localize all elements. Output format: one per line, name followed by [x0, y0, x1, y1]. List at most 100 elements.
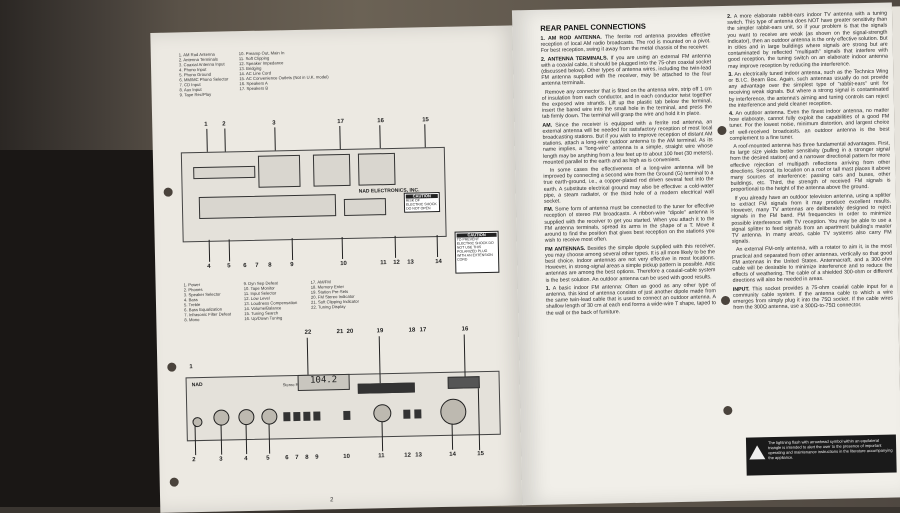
para-text: A basic indoor FM antenna: Often as good…: [545, 281, 717, 317]
para-text: Some form of antenna must be connected t…: [544, 203, 715, 245]
callout-line: [339, 126, 341, 152]
para-text: This socket provides a 75-ohm coaxial ca…: [732, 283, 894, 311]
legend-item: 9. Tape Rec/Play: [179, 91, 212, 98]
callout-line: [394, 235, 397, 258]
binder-hole: [720, 295, 731, 306]
para-text: Remove any connector that is fitted on t…: [541, 85, 713, 121]
lightning-warning-icon: [749, 445, 766, 460]
para-text: A roof-mounted antenna has three fundame…: [729, 140, 891, 194]
text-column-2: 2. A more elaborate rabbit-ears indoor T…: [727, 11, 896, 434]
binder-hole: [717, 125, 727, 136]
callout-number: 18: [408, 327, 416, 334]
callout-line: [378, 336, 381, 384]
rca-input-jacks: [198, 194, 337, 220]
legend-item: 8. Mono: [184, 317, 200, 323]
callout-number: 3: [219, 456, 223, 463]
callout-number: 15: [422, 117, 429, 124]
text-column-1: 1. AM ROD ANTENNA. The ferrite rod anten…: [540, 32, 719, 475]
warning-text: The lightning flash with arrowhead symbo…: [767, 437, 893, 461]
callout-number: 2: [192, 457, 196, 464]
para-text: If you already have an outdoor televisio…: [730, 192, 892, 245]
callout-number: 20: [346, 328, 354, 335]
page-number: 2: [330, 497, 334, 504]
callout-number: 1: [189, 364, 193, 371]
front-brand-logo: NAD: [191, 381, 203, 389]
callout-number: 14: [449, 451, 456, 458]
dyn-sep-button: [313, 411, 321, 421]
section-heading: REAR PANEL CONNECTIONS: [540, 21, 646, 33]
caution-text: TO PREVENT ELECTRIC SHOCK DO NOT USE THI…: [456, 237, 494, 262]
binder-hole: [169, 477, 179, 487]
binder-hole: [167, 362, 177, 372]
callout-number: 21: [336, 329, 344, 336]
callout-number: 7: [255, 262, 259, 269]
callout-number: 9: [290, 262, 294, 269]
side-caution-label: CAUTION TO PREVENT ELECTRIC SHOCK DO NOT…: [454, 230, 500, 274]
mono-button: [303, 411, 311, 421]
bass-eq-button: [283, 412, 291, 422]
callout-number: 5: [227, 263, 231, 270]
callout-number: 4: [207, 263, 211, 270]
up-down-tuning: [447, 376, 480, 389]
callout-number: 6: [285, 455, 289, 462]
caution-text: RISK OF ELECTRIC SHOCK DO NOT OPEN: [405, 198, 437, 211]
callout-line: [436, 235, 439, 258]
para-text: Since the receiver is equipped with a fe…: [542, 118, 714, 166]
callout-number: 17: [337, 118, 344, 126]
callout-number: 22: [304, 329, 312, 336]
callout-number: 16: [461, 326, 469, 333]
tuning-display: 104.2: [297, 373, 350, 391]
callout-number: 1: [204, 121, 208, 128]
callout-number: 4: [244, 456, 248, 463]
legend-item: 22. Tuning Display: [311, 303, 346, 310]
callout-number: 12: [393, 259, 400, 266]
manual-booklet: 1. AM Rod Antenna 2. Antenna Terminals 3…: [150, 2, 900, 513]
callout-line: [228, 239, 231, 262]
bottom-legend-col2: 9. Dyn Sep Defeat 10. Tape Monitor 11. I…: [244, 280, 298, 321]
callout-line: [274, 127, 276, 153]
callout-number: 5: [266, 455, 270, 462]
left-page: 1. AM Rod Antenna 2. Antenna Terminals 3…: [150, 25, 526, 513]
callout-number: 2: [222, 121, 226, 128]
callout-number: 10: [340, 260, 347, 268]
para-text: An external FM-only antenna, with a rota…: [732, 243, 893, 285]
para-title: 1.: [545, 285, 551, 292]
callout-line: [208, 239, 211, 262]
rear-panel-diagram: 1 2 3 17 16 15 NAD ELECTRONICS, INC. CAU…: [150, 25, 515, 274]
callout-line: [341, 237, 344, 260]
top-legend-col2: 10. Preamp Out, Main In 11. Soft Clippin…: [239, 49, 329, 91]
para-text: An outdoor antenna. Even the finest indo…: [729, 107, 890, 142]
low-level-button: [403, 409, 411, 419]
callout-number: 6: [243, 263, 247, 270]
callout-number: 15: [477, 451, 484, 458]
callout-number: 14: [435, 258, 442, 266]
para-title: 4.: [729, 110, 734, 117]
speaker-terminals-b: [312, 153, 351, 187]
callout-line: [463, 334, 466, 377]
callout-number: 17: [419, 327, 427, 334]
bottom-legend-col1: 1. Power 2. Phones 3. Speaker Selector 4…: [184, 281, 232, 322]
callout-line: [306, 337, 309, 375]
legend-item: 16. Up/Down Tuning: [244, 315, 283, 322]
callout-number: 11: [378, 453, 385, 460]
binder-hole: [163, 187, 173, 197]
callout-number: 7: [295, 454, 299, 462]
legend-item: 17. Speakers B: [239, 85, 269, 92]
callout-number: 13: [415, 452, 422, 459]
rear-caution-label: CAUTION RISK OF ELECTRIC SHOCK DO NOT OP…: [403, 191, 441, 213]
para-title: 2.: [727, 13, 732, 20]
loudness-button: [414, 409, 422, 419]
am-rod-antenna: [193, 165, 256, 180]
binder-hole: [723, 405, 733, 416]
callout-number: 8: [268, 262, 272, 269]
callout-line: [379, 125, 381, 151]
right-page: REAR PANEL CONNECTIONS 1. AM ROD ANTENNA…: [511, 2, 900, 506]
callout-number: 16: [377, 118, 384, 125]
speaker-terminals-a: [357, 152, 396, 186]
preamp-out-main-in: [343, 198, 387, 216]
callout-number: 9: [315, 454, 319, 461]
front-panel-diagram: 22 21 20 19 18 17 16 1 NAD Stereo Receiv…: [150, 25, 515, 463]
callout-number: 3: [272, 120, 276, 127]
para-text: A more elaborate rabbit-ears indoor TV a…: [727, 10, 889, 70]
infrasonic-button: [293, 411, 301, 422]
